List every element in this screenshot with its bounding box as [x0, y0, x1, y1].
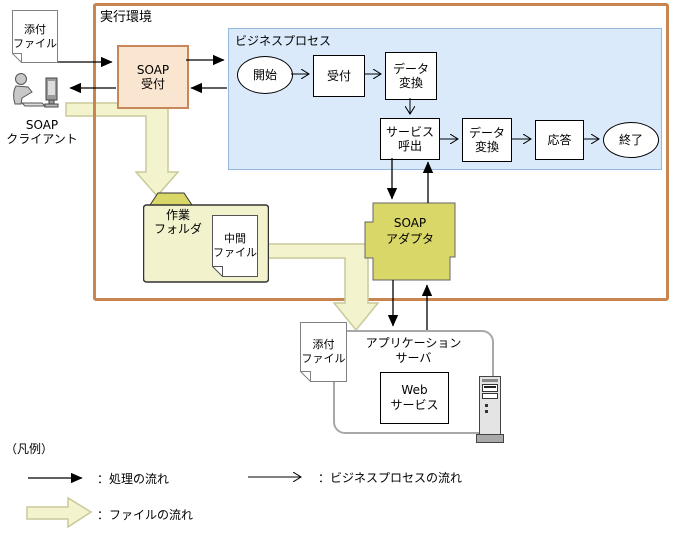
execution-environment-label: 実行環境 [100, 10, 153, 25]
work-folder-label: 作業 フォルダ [153, 208, 202, 236]
start-node: 開始 [237, 56, 293, 94]
accept-node: 受付 [313, 55, 365, 97]
business-process-label: ビジネスプロセス [235, 34, 332, 48]
legend-process-label: ：処理の流れ [97, 472, 170, 486]
application-server-label: アプリケーション サーバ [365, 336, 462, 365]
attached-file-icon-top: 添付 ファイル [12, 10, 58, 63]
application-server-panel: アプリケーション サーバ Web サービス [333, 330, 494, 434]
response-node: 応答 [535, 120, 584, 160]
intermediate-file-icon: 中間 ファイル [212, 215, 258, 277]
service-call-node: サービス 呼出 [380, 118, 440, 160]
web-service-node: Web サービス [380, 372, 449, 424]
data-convert-node-1: データ 変換 [385, 52, 437, 100]
soap-client-icon [13, 73, 59, 108]
soap-reception-node: SOAP 受付 [117, 45, 189, 109]
legend-bp-label: ：ビジネスプロセスの流れ [318, 471, 463, 485]
legend-title: （凡例） [5, 442, 54, 456]
server-tower-icon [476, 376, 504, 443]
end-node: 終了 [603, 122, 659, 158]
data-convert-node-2: データ 変換 [462, 118, 512, 162]
soap-adapter-node [364, 202, 456, 281]
attached-file-icon-bottom: 添付 ファイル [300, 322, 347, 382]
legend-file-label: ：ファイルの流れ [97, 508, 194, 522]
soap-client-label: SOAP クライアント [6, 118, 78, 146]
execution-environment-border [93, 3, 669, 301]
business-process-panel: ビジネスプロセス [228, 28, 662, 170]
soap-adapter-label: SOAP アダプタ [385, 216, 434, 246]
